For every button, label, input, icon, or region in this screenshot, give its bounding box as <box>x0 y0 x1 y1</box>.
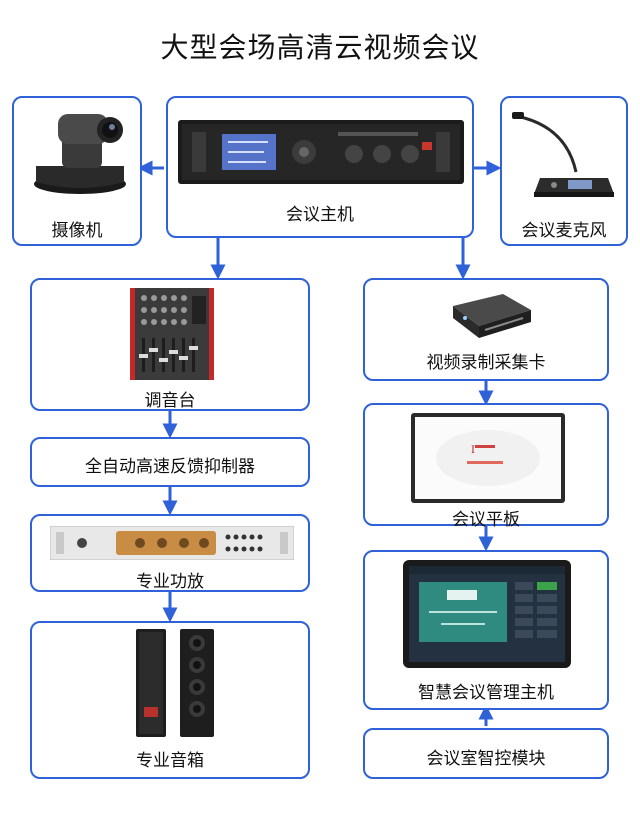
smart-control-panel-icon <box>403 560 571 668</box>
microphone-label: 会议麦克风 <box>521 221 607 241</box>
node-control-module: 会议室智控模块 <box>363 728 609 779</box>
node-microphone: 会议麦克风 <box>500 96 628 246</box>
power-amplifier-icon <box>50 526 294 560</box>
smart-host-label: 智慧会议管理主机 <box>418 683 554 703</box>
conference-host-icon <box>178 120 464 184</box>
capture-card-label: 视频录制采集卡 <box>426 353 546 373</box>
control-module-label: 会议室智控模块 <box>426 749 546 769</box>
node-speaker: 专业音箱 <box>30 621 310 779</box>
gooseneck-microphone-icon <box>512 112 614 197</box>
node-capture-card: 视频录制采集卡 <box>363 278 609 381</box>
node-tablet: I 会议平板 <box>363 403 609 530</box>
host-label: 会议主机 <box>286 205 354 225</box>
amplifier-label: 专业功放 <box>136 572 204 592</box>
mixer-console-icon <box>130 288 214 380</box>
node-camera: 摄像机 <box>12 96 142 246</box>
node-mixer: 调音台 <box>30 278 310 411</box>
diagram-title: 大型会场高清云视频会议 <box>160 31 480 64</box>
column-speaker-icon <box>136 629 214 737</box>
mixer-label: 调音台 <box>144 391 196 411</box>
camera-label: 摄像机 <box>51 221 103 241</box>
ptz-camera-icon <box>34 114 126 194</box>
node-feedback-suppressor: 全自动高速反馈抑制器 <box>30 437 310 487</box>
svg-text:I: I <box>471 445 475 456</box>
feedback-label: 全自动高速反馈抑制器 <box>85 457 255 477</box>
node-amplifier: 专业功放 <box>30 514 310 592</box>
node-host: 会议主机 <box>166 96 474 238</box>
node-smart-host: 智慧会议管理主机 <box>363 550 609 710</box>
capture-card-icon <box>453 294 531 338</box>
conference-tablet-icon: I <box>411 413 565 503</box>
tablet-label: 会议平板 <box>452 510 520 530</box>
speaker-label: 专业音箱 <box>136 751 204 771</box>
